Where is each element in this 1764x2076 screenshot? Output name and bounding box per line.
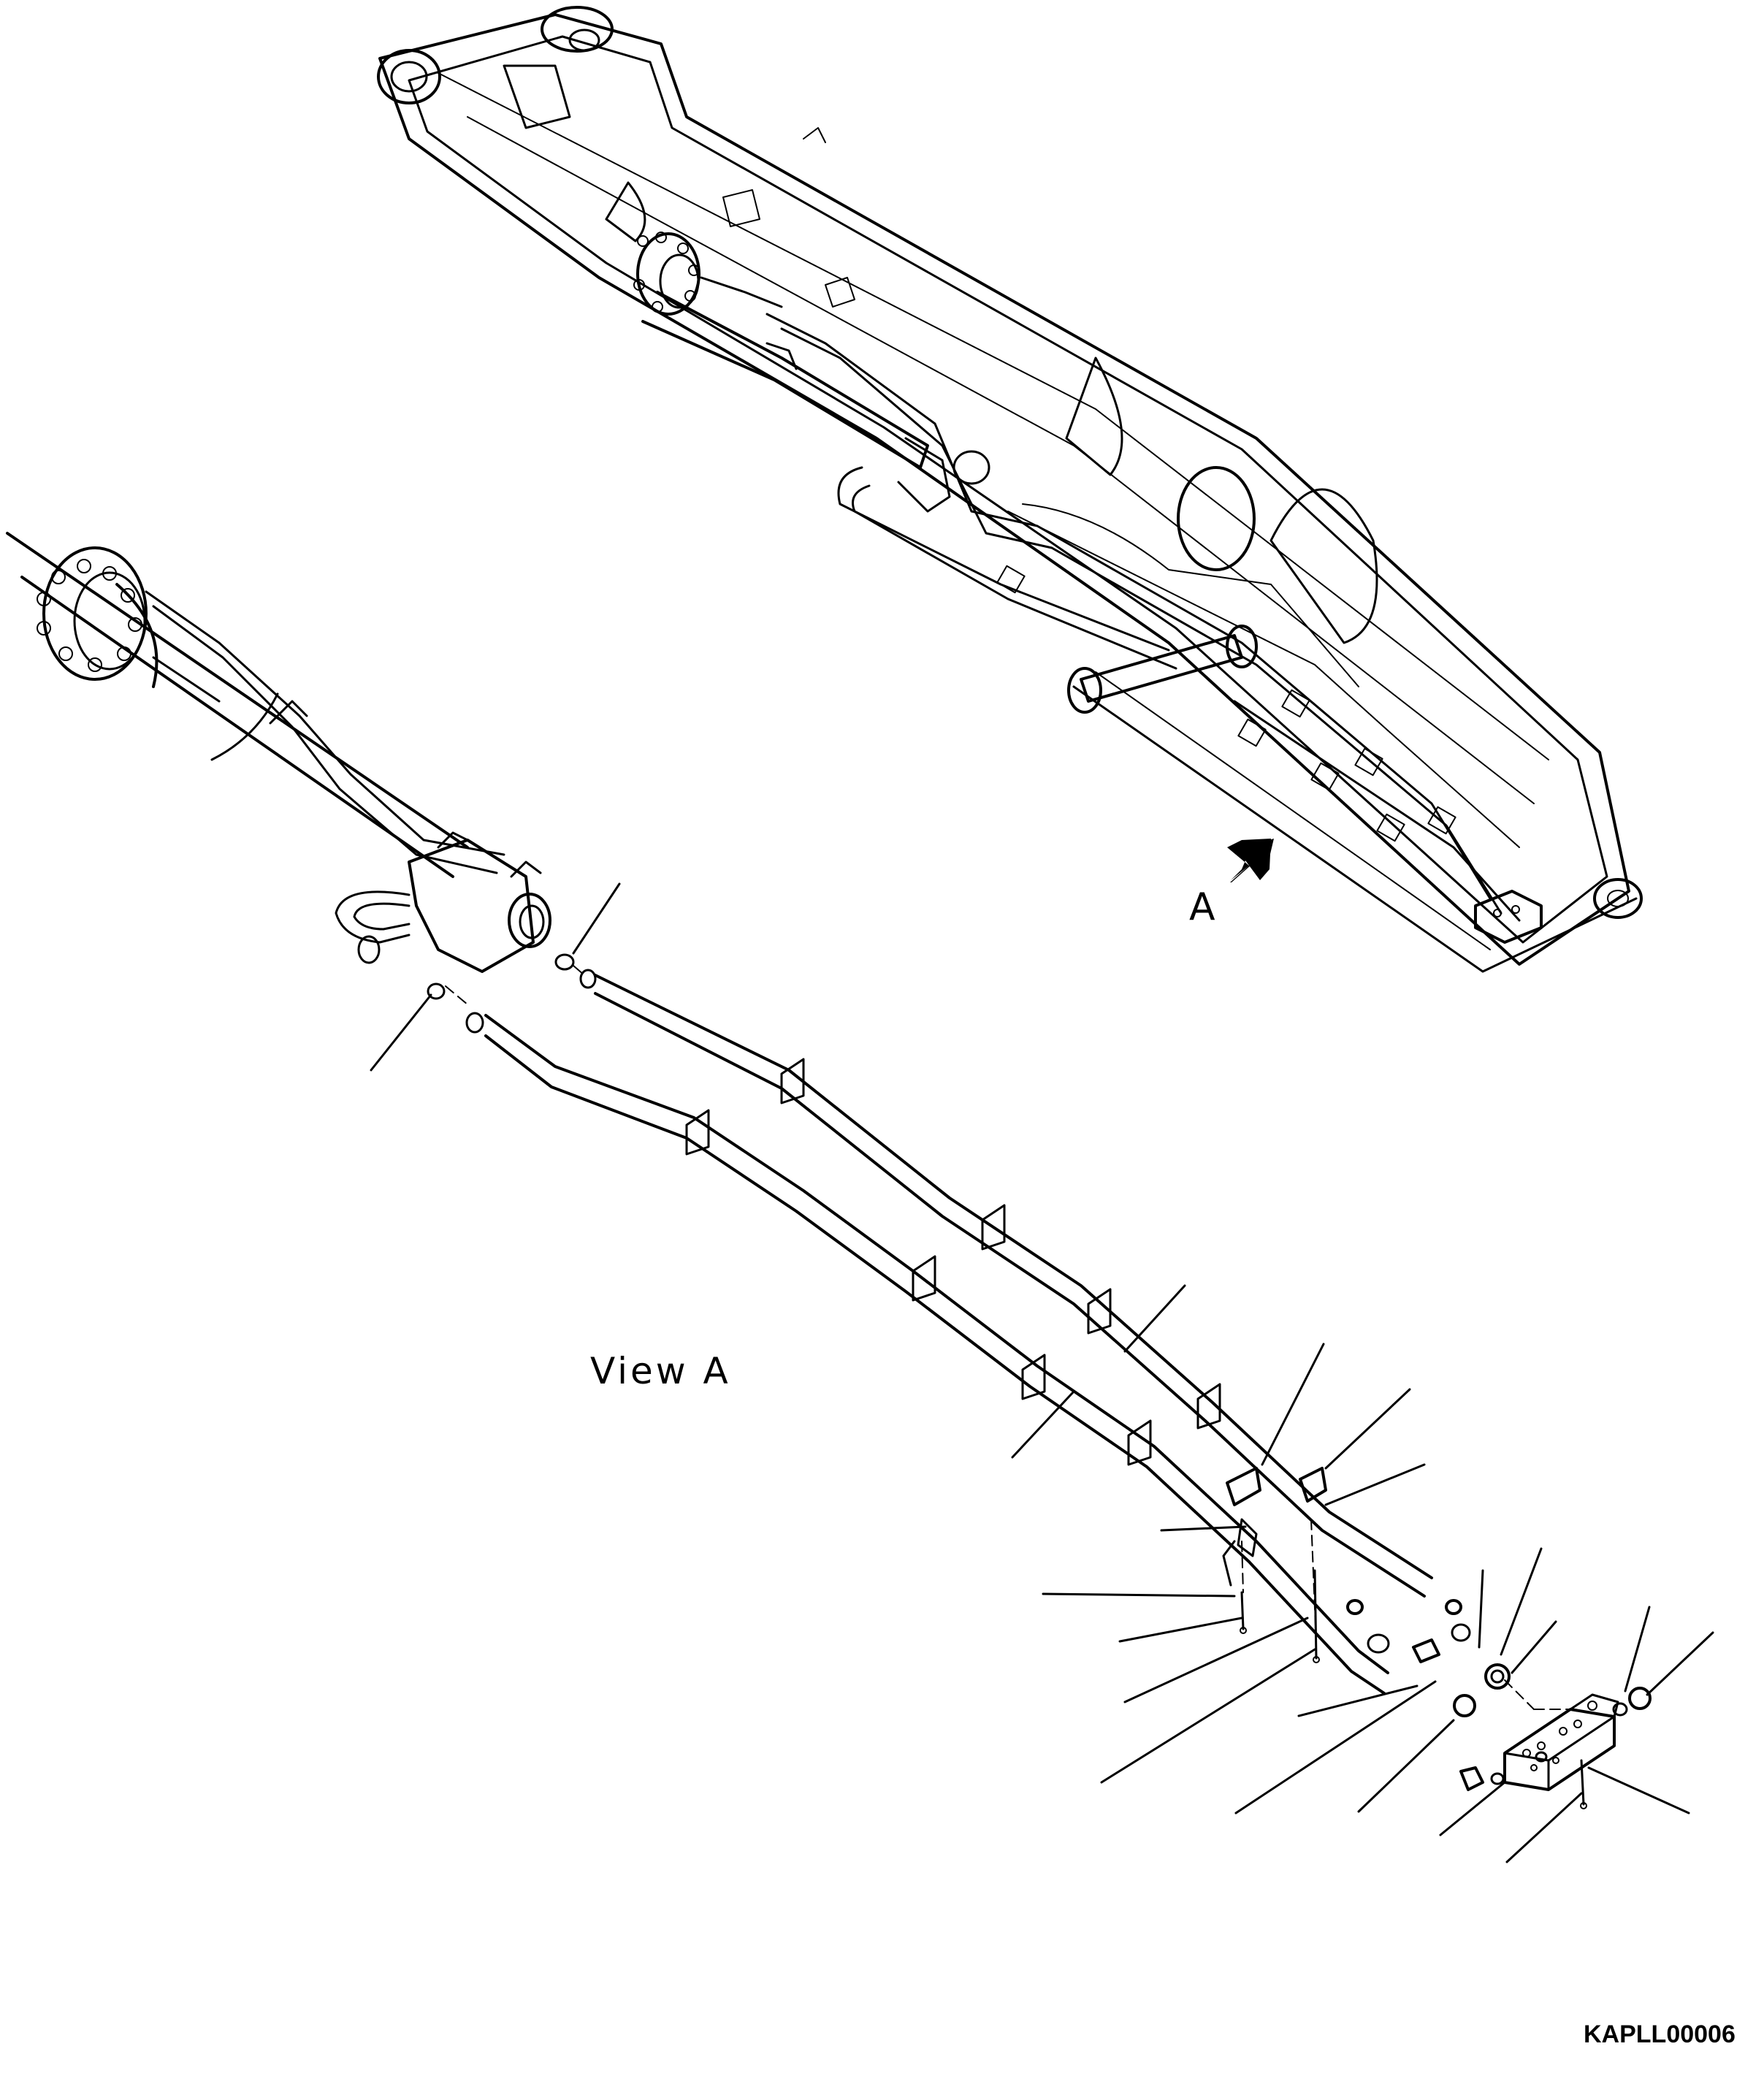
drawing-code: KAPLL00006 — [1584, 2020, 1736, 2048]
o-ring-2 — [427, 982, 446, 1000]
manifold-block — [1453, 1663, 1652, 1809]
boom-cylinder — [633, 232, 990, 513]
boom-piping — [765, 313, 1543, 944]
arm-cylinder-detail — [6, 532, 551, 973]
o-ring-1 — [554, 953, 575, 971]
view-marker-label: A — [1189, 885, 1215, 929]
view-title: View A — [590, 1350, 731, 1392]
boom-assembly — [377, 6, 1643, 973]
view-arrow — [1227, 839, 1274, 882]
leader-lines — [370, 882, 1714, 1863]
view-a-hoses — [465, 969, 1471, 1695]
